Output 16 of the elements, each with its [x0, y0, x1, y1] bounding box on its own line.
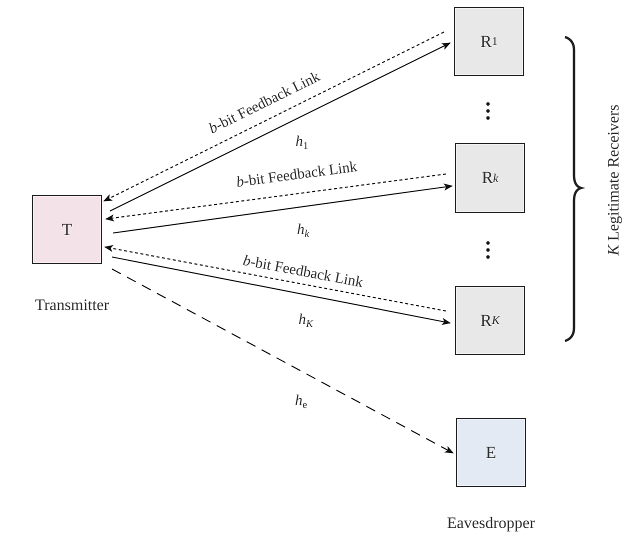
arrow	[112, 256, 451, 325]
transmitter-box: T	[32, 195, 102, 264]
group-label: K Legitimate Receivers	[605, 104, 624, 256]
node-caption: Transmitter	[35, 297, 110, 315]
edge-label: h$_{k}$	[297, 222, 310, 240]
edge-label: h$_{K}$	[298, 312, 314, 330]
arrow	[112, 184, 453, 234]
dashed-arrow	[105, 173, 446, 222]
edge-label: h$_{1}$	[296, 134, 308, 152]
dashed-arrow	[112, 268, 454, 454]
edge-label: h$_{e}$	[295, 393, 308, 412]
node-caption: Eavesdropper	[447, 515, 535, 533]
edge-label: b-bit Feedback Link	[235, 158, 358, 192]
edge-label: b-bit Feedback Link	[241, 252, 364, 292]
eavesdropper-box: E	[456, 418, 526, 487]
dashed-arrow	[104, 244, 446, 312]
